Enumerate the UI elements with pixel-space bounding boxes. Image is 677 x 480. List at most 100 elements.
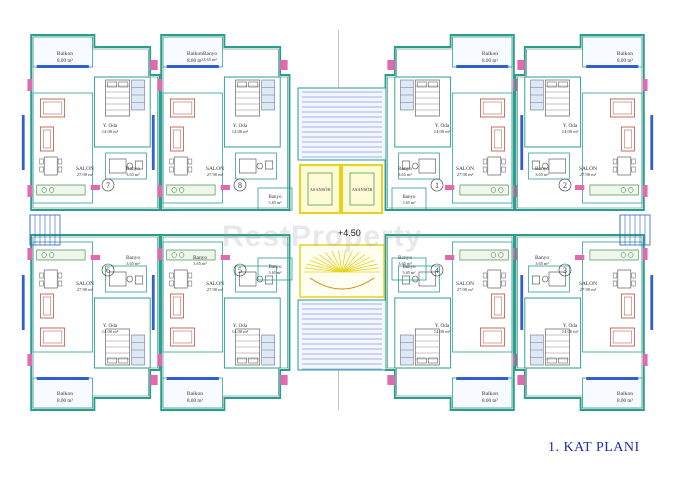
- balkon-area-label: 8.00 m²: [482, 398, 498, 404]
- bedroom-area-label: 14.00 m²: [232, 129, 249, 134]
- column-mark: [280, 375, 288, 385]
- window-icon: [520, 115, 524, 170]
- sofa-icon: [491, 126, 505, 152]
- bathtub-icon: [548, 271, 566, 287]
- bathroom-area: [235, 152, 277, 180]
- bathroom-area: [235, 265, 277, 293]
- kitchen-counter-icon: [589, 249, 639, 261]
- sink-icon: [401, 160, 410, 170]
- bathroom-area: [398, 265, 440, 293]
- column-mark: [157, 79, 163, 91]
- salon-area: [582, 92, 643, 204]
- bathroom-area: [528, 265, 570, 293]
- window-icon: [586, 65, 639, 68]
- bedroom-label: Y. Oda: [435, 123, 450, 129]
- window-icon: [166, 65, 219, 68]
- core-bathroom-label: Banyo: [402, 195, 416, 200]
- elevation-label: +4.50: [338, 228, 361, 238]
- balkon-label: Balkon: [482, 51, 498, 57]
- balcony-area: [32, 377, 93, 409]
- dining-table-icon: [617, 156, 632, 176]
- sink-icon: [135, 275, 144, 285]
- column-mark: [445, 185, 455, 190]
- bed-icon: [414, 79, 440, 117]
- unit-outline: [30, 34, 161, 211]
- bedroom-label: Y. Oda: [103, 123, 118, 129]
- bathroom-area-label: 3.65 m²: [398, 261, 412, 266]
- bedroom-area: [223, 76, 281, 148]
- salon-label: SALON: [456, 166, 474, 172]
- sofa-icon: [621, 126, 635, 152]
- balkon-area-label: 8.00 m²: [617, 398, 633, 404]
- bedroom-label: Y. Oda: [233, 123, 248, 129]
- core-bathroom: [391, 187, 427, 211]
- sofa-icon: [170, 327, 196, 347]
- bathroom-label: Banyo: [535, 255, 549, 261]
- elevator-label: ASANSÖR: [352, 187, 373, 192]
- unit-number-label: 2: [563, 181, 567, 190]
- unit-outline: [514, 34, 645, 211]
- bathroom-label: Banyo: [398, 166, 412, 172]
- window-icon: [520, 275, 524, 330]
- toilet-icon: [256, 275, 263, 283]
- balkon-area-label: 8.00 m²: [187, 398, 203, 404]
- unit-number-circle: [558, 178, 572, 192]
- salon-area: [582, 241, 643, 353]
- window-icon: [650, 275, 654, 330]
- balkon-label: Balkon: [57, 391, 73, 397]
- column-mark: [575, 185, 585, 190]
- sink-icon: [265, 160, 274, 170]
- window-icon: [456, 65, 509, 68]
- salon-label: SALON: [206, 281, 224, 287]
- column-mark: [445, 255, 455, 260]
- column-mark: [27, 248, 33, 260]
- bathroom-area-label: 3.65 m²: [535, 261, 549, 266]
- bedroom-label: Y. Oda: [435, 323, 450, 329]
- plan-title: 1. KAT PLANI: [548, 440, 640, 455]
- window-icon: [36, 377, 89, 380]
- column-mark: [157, 248, 163, 260]
- column-mark: [90, 255, 100, 260]
- balkon-label: Balkon: [187, 51, 203, 57]
- kitchen-counter-icon: [166, 184, 216, 196]
- toilet-icon: [542, 162, 549, 170]
- window-icon: [166, 377, 219, 380]
- sofa-icon: [170, 98, 196, 118]
- unit-number-circle: [233, 178, 247, 192]
- toilet-icon: [542, 275, 549, 283]
- sofa-icon: [40, 293, 54, 319]
- sofa-icon: [491, 293, 505, 319]
- balkon-area-label: 8.00 m²: [57, 398, 73, 404]
- unit-number-label: 7: [106, 181, 110, 190]
- core-bathroom-label: Banyo: [268, 265, 282, 270]
- bedroom-area: [524, 76, 582, 148]
- core-bathroom: [257, 257, 293, 281]
- bathroom-area: [528, 152, 570, 180]
- toilet-icon: [412, 275, 419, 283]
- dining-table-icon: [487, 269, 502, 289]
- bedroom-area-label: 14.00 m²: [102, 329, 119, 334]
- bedroom-area-label: 14.00 m²: [562, 329, 579, 334]
- salon-area: [162, 92, 223, 204]
- salon-area-label: 27.90 m²: [580, 172, 597, 177]
- column-mark: [642, 79, 648, 91]
- balkon-area-label: 8.00 m²: [187, 58, 203, 64]
- column-mark: [220, 185, 230, 190]
- bed-icon: [414, 328, 440, 366]
- core-bathroom-area: 3.65 m²: [403, 200, 417, 205]
- unit-number-circle: [101, 178, 115, 192]
- salon-area-label: 27.90 m²: [457, 172, 474, 177]
- column-mark: [517, 375, 525, 385]
- salon-area-label: 27.90 m²: [77, 287, 94, 292]
- bedroom-label: Y. Oda: [103, 323, 118, 329]
- bedroom-area: [93, 297, 151, 369]
- balkon-label: Balkon: [482, 391, 498, 397]
- core-bathroom-area: 3.65 m²: [269, 200, 283, 205]
- bathroom-area-label: 3.65 m²: [398, 172, 412, 177]
